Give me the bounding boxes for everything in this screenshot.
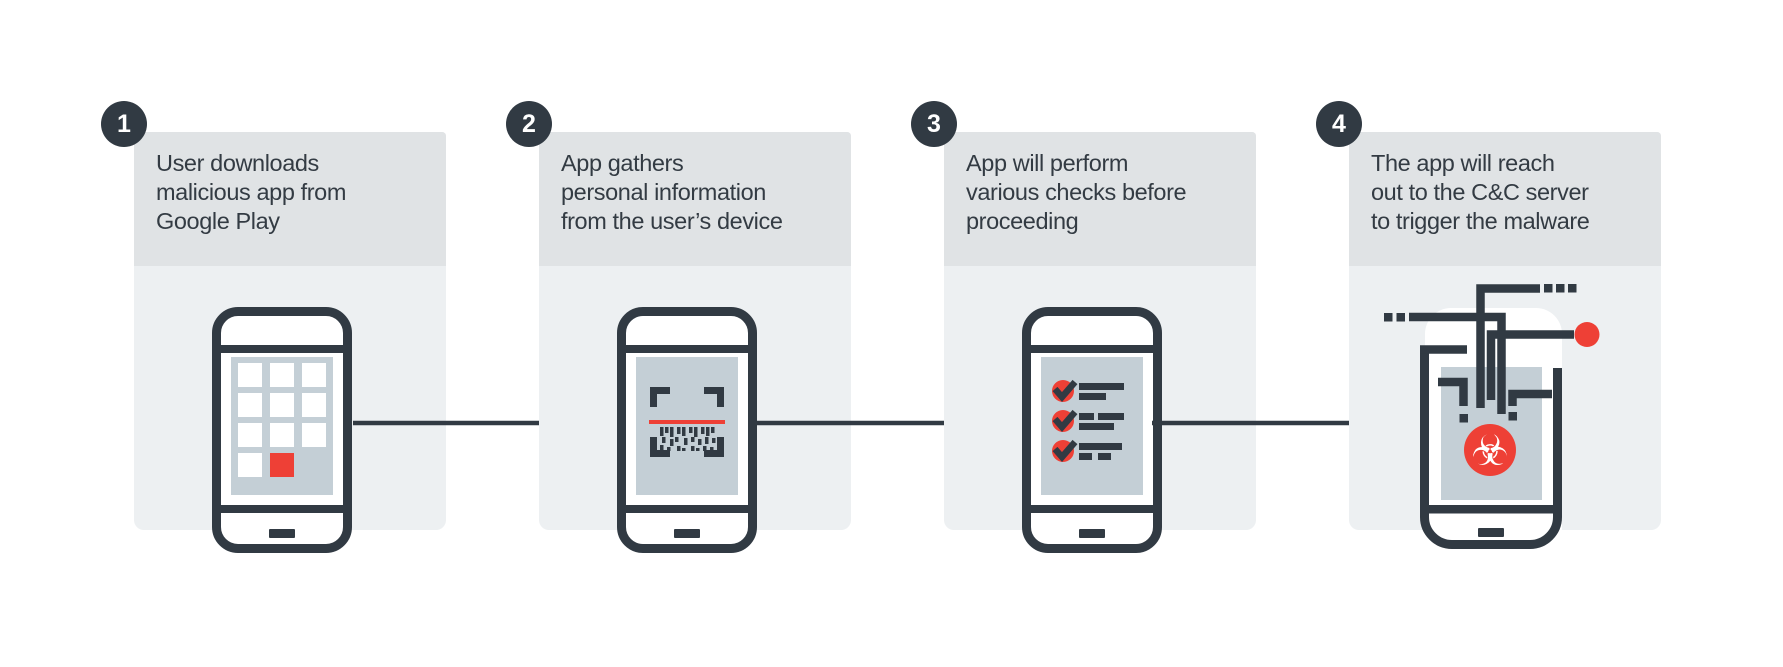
step-2-badge: 2	[506, 101, 552, 147]
checklist-icon	[1052, 379, 1124, 462]
app-icon	[302, 423, 326, 447]
step-1-title: User downloads malicious app from Google…	[156, 150, 347, 234]
phone-top-separator	[626, 345, 748, 353]
phone-checklist-icon	[1022, 307, 1162, 553]
phone-bottom-separator	[1031, 505, 1153, 513]
step-2-header: App gathers personal information from th…	[539, 132, 851, 266]
checklist-screen	[1041, 357, 1143, 495]
home-button	[269, 529, 295, 538]
step-2-number: 2	[522, 109, 536, 138]
app-icon	[238, 393, 262, 417]
phone-bottom-separator	[1429, 505, 1553, 514]
phone-bottom-separator	[626, 505, 748, 513]
phone-top-separator	[1031, 345, 1153, 353]
step-4-number: 4	[1332, 109, 1346, 138]
scan-viewfinder-icon	[649, 387, 725, 457]
step-4-badge: 4	[1316, 101, 1362, 147]
cnc-server-node-icon	[1574, 322, 1600, 347]
app-icon	[302, 393, 326, 417]
step-3-title: App will perform various checks before p…	[966, 150, 1187, 234]
scanner-screen	[636, 357, 738, 495]
step-4-header: The app will reach out to the C&C server…	[1349, 132, 1661, 266]
home-button	[674, 529, 700, 538]
phone-outline	[1420, 349, 1562, 549]
scan-line	[649, 420, 725, 424]
app-icon	[238, 423, 262, 447]
app-grid-screen	[231, 357, 333, 495]
malware-badge	[1464, 424, 1516, 476]
step-1-header: User downloads malicious app from Google…	[134, 132, 446, 266]
app-icon	[270, 423, 294, 447]
app-icon	[302, 363, 326, 387]
app-icon	[270, 363, 294, 387]
step-1-number: 1	[117, 109, 131, 138]
app-icon	[238, 363, 262, 387]
home-button	[1079, 529, 1105, 538]
barcode-dashes	[660, 427, 716, 451]
step-2-title: App gathers personal information from th…	[561, 150, 783, 234]
step-3-number: 3	[927, 109, 941, 138]
phone-top-separator	[221, 345, 343, 353]
malicious-app-icon	[270, 453, 294, 477]
home-button	[1478, 528, 1504, 537]
phone-bottom-separator	[221, 505, 343, 513]
phone-malware-cnc-icon: ☣	[1384, 284, 1600, 553]
circuit-dots	[1384, 284, 1577, 423]
step-3-header: App will perform various checks before p…	[944, 132, 1256, 266]
app-icon	[238, 453, 262, 477]
cnc-circuit-wires	[1409, 284, 1574, 414]
step-4-title: The app will reach out to the C&C server…	[1371, 150, 1590, 234]
step-1-badge: 1	[101, 101, 147, 147]
app-icon	[270, 393, 294, 417]
phone-app-grid-icon	[212, 307, 352, 553]
step-3-badge: 3	[911, 101, 957, 147]
phone-scanner-icon	[617, 307, 757, 553]
biohazard-icon: ☣	[1471, 426, 1509, 475]
step-1-panel: User downloads malicious app from Google…	[134, 132, 446, 530]
